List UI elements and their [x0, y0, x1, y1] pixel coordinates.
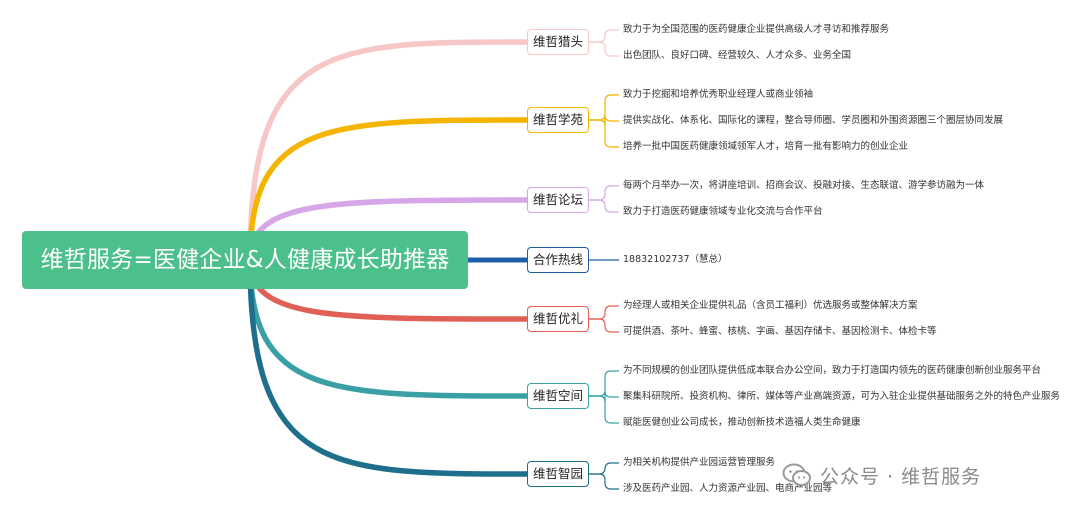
root-node: 维哲服务=医健企业&人健康成长助推器 [22, 231, 468, 289]
watermark-text: 公众号 · 维哲服务 [820, 465, 982, 488]
leaf-connector [589, 185, 619, 201]
leaf-connector [589, 199, 619, 213]
branch-node: 维哲智园 [527, 461, 589, 487]
leaf-text: 涉及医药产业园、人力资源产业园、电商产业园等 [623, 483, 833, 494]
leaf-connector [589, 305, 619, 320]
leaf-text: 出色团队、良好口碑、经营较久、人才众多、业务全国 [623, 50, 852, 61]
watermark: 公众号 · 维哲服务 [782, 458, 981, 492]
leaf-text: 为经理人或相关企业提供礼品（含员工福利）优选服务或整体解决方案 [623, 300, 918, 311]
branch-node: 维哲优礼 [527, 306, 589, 332]
leaf-text: 18832102737（慧总） [623, 254, 728, 265]
branch-connector [247, 257, 530, 399]
branch-node: 维哲学苑 [527, 107, 589, 133]
leaf-connector [589, 318, 619, 333]
leaf-text: 培养一批中国医药健康领域领军人才，培育一批有影响力的创业企业 [623, 141, 909, 152]
branch-node: 合作热线 [527, 247, 589, 273]
leaf-text: 赋能医健创业公司成长，推动创新技术造福人类生命健康 [623, 417, 861, 428]
branch-connector [247, 257, 530, 477]
leaf-text: 为不同规模的创业团队提供低成本联合办公空间，致力于打造国内领先的医药健康创新创业… [623, 365, 1042, 376]
leaf-connector [589, 41, 619, 57]
leaf-connector [589, 370, 619, 397]
leaf-text: 可提供酒、茶叶、蜂蜜、核桃、字画、基因存储卡、基因检测卡、体检卡等 [623, 326, 937, 337]
leaf-connector [589, 462, 619, 475]
leaf-text: 聚集科研院所、投资机构、律所、媒体等产业高端资源，可为入驻企业提供基础服务之外的… [623, 391, 1061, 402]
leaf-text: 为相关机构提供产业园运营管理服务 [623, 457, 776, 468]
wechat-icon [782, 463, 811, 486]
leaf-connector [589, 395, 619, 424]
leaf-connector [589, 473, 619, 490]
leaf-text: 提供实战化、体系化、国际化的课程，整合导师圈、学员圈和外围资源圈三个圈层协同发展 [623, 115, 1004, 126]
branch-node: 维哲猎头 [527, 29, 589, 55]
leaf-connector [589, 94, 619, 121]
branch-connector [247, 39, 530, 263]
branch-connector [247, 117, 530, 263]
leaf-connector [589, 119, 619, 148]
branch-node: 维哲论坛 [527, 187, 589, 213]
branch-node: 维哲空间 [527, 383, 589, 409]
leaf-connector [589, 29, 619, 43]
leaf-text: 每两个月举办一次，将讲座培训、招商会议、投融对接、生态联谊、游学参访融为一体 [623, 180, 985, 191]
leaf-text: 致力于打造医药健康领域专业化交流与合作平台 [623, 206, 823, 217]
leaf-text: 致力于为全国范围的医药健康企业提供高级人才寻访和推荐服务 [623, 24, 890, 35]
leaf-text: 致力于挖掘和培养优秀职业经理人或商业领袖 [623, 89, 814, 100]
